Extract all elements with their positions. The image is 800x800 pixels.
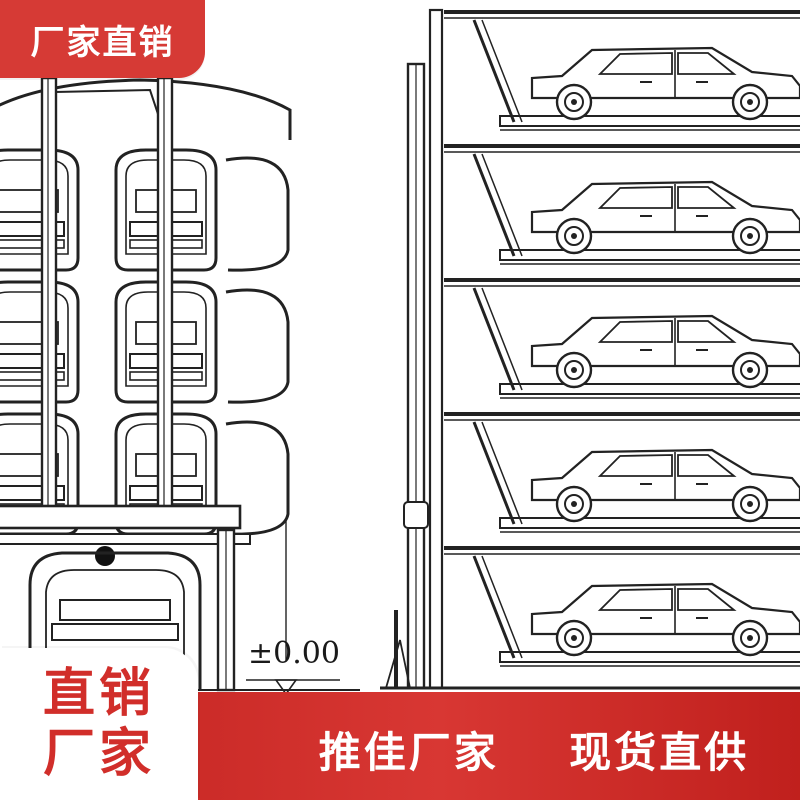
bottom-badge-line2: 厂家: [42, 724, 155, 784]
bottom-badge-line1: 直销: [42, 664, 155, 724]
bottom-slogan: 推佳厂家 现货直供: [268, 704, 800, 794]
top-badge-text: 厂家直销: [30, 22, 175, 63]
bottom-slogan-text: 推佳厂家 现货直供: [318, 727, 750, 777]
parking-tier-icon: [0, 148, 290, 536]
right-rack: [380, 8, 800, 690]
left-tower: [0, 76, 360, 696]
bottom-badge: 直销 厂家: [0, 648, 198, 800]
top-badge: 厂家直销: [0, 0, 205, 78]
level-label: ±0.00: [248, 636, 340, 671]
